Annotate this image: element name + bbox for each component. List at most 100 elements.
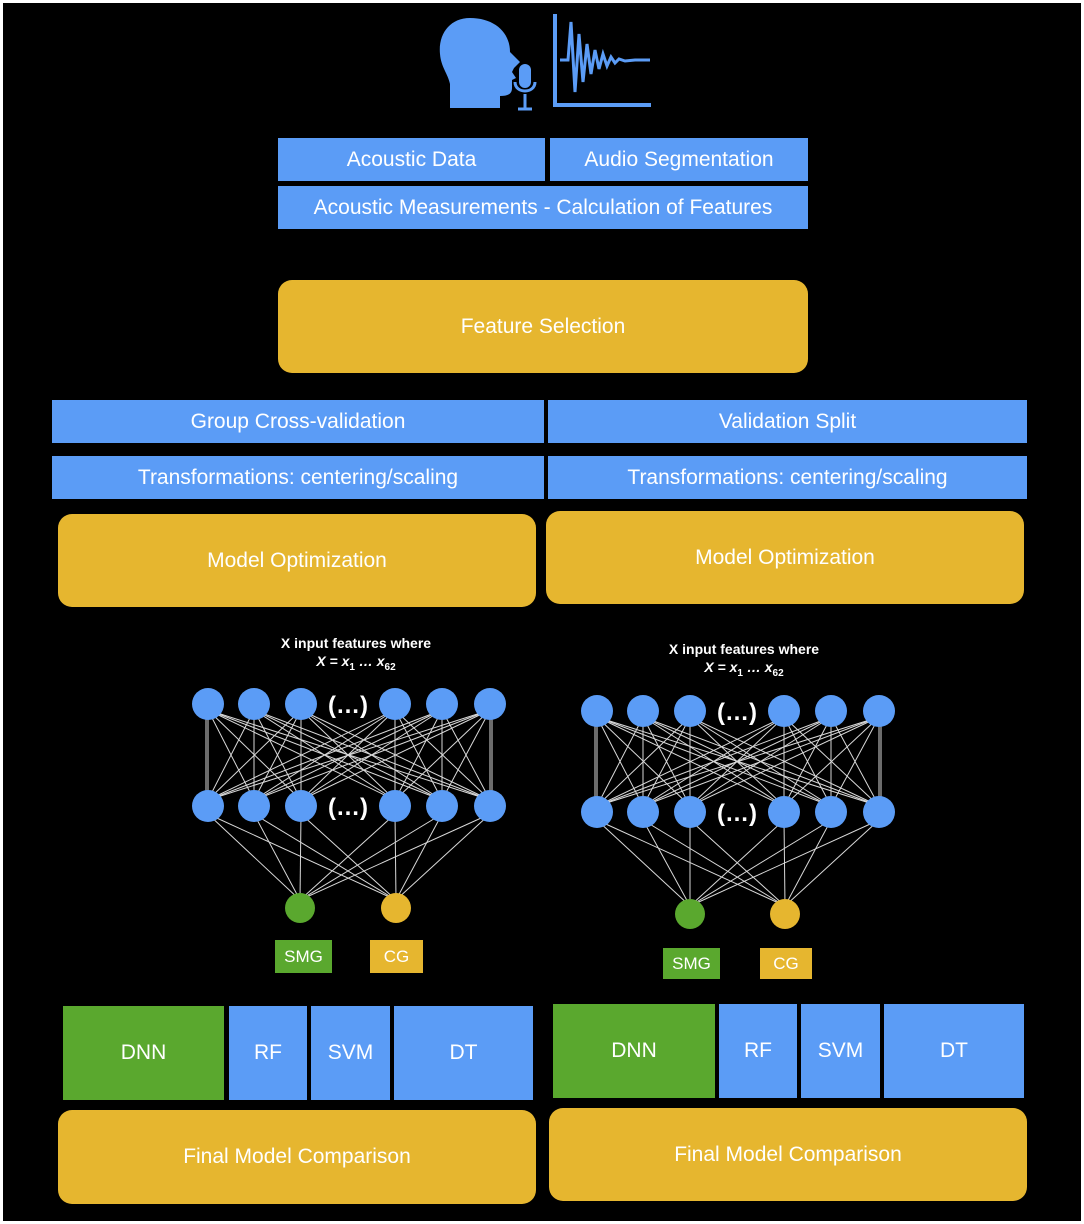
left-cg-label: CG <box>383 946 410 966</box>
left-cg-label-box: CG <box>370 940 423 973</box>
left-ellipsis-layer2: (…) <box>328 794 368 821</box>
right-node-layer1 <box>768 695 800 727</box>
left-node-layer2 <box>238 790 270 822</box>
left-edge-output <box>207 813 301 901</box>
right-edge-hidden <box>596 716 880 807</box>
left-edge-hidden <box>253 709 302 801</box>
right-node-layer2 <box>863 796 895 828</box>
left-smg-label: SMG <box>284 946 323 966</box>
right-dt-label: DT <box>940 1039 968 1062</box>
right-ellipsis-layer2: (…) <box>717 800 757 827</box>
group-cross-validation-label: Group Cross-validation <box>190 409 406 433</box>
right-node-layer1 <box>627 695 659 727</box>
left-edge-output <box>207 813 397 901</box>
right-node-layer2 <box>627 796 659 828</box>
right-node-layer1 <box>815 695 847 727</box>
left-smg-label-box: SMG <box>275 940 332 973</box>
right-smg-label: SMG <box>672 953 711 973</box>
right-node-layer2 <box>768 796 800 828</box>
head-speaking-icon <box>439 18 520 108</box>
left-svm-box: SVM <box>311 1006 390 1100</box>
left-node-layer2 <box>379 790 411 822</box>
right-note-line1: X input features where <box>668 641 820 657</box>
left-output-node-smg <box>285 893 315 923</box>
right-rf-label: RF <box>744 1039 772 1062</box>
left-node-layer1 <box>285 688 317 720</box>
right-cg-label-box: CG <box>760 948 812 979</box>
left-input-features-note: X input features where X = x1 … x62 <box>206 634 506 677</box>
left-edge-output <box>299 813 396 901</box>
right-edge-output <box>689 819 785 907</box>
left-edge-output <box>395 813 491 901</box>
right-transformations-box: Transformations: centering/scaling <box>548 456 1027 499</box>
right-smg-label-box: SMG <box>663 948 720 979</box>
right-dt-box: DT <box>884 1004 1024 1098</box>
left-node-layer1 <box>426 688 458 720</box>
right-edge-hidden <box>596 716 785 807</box>
right-edge-hidden <box>783 716 832 807</box>
left-edge-hidden <box>253 709 491 801</box>
left-node-layer2 <box>426 790 458 822</box>
right-node-layer2 <box>581 796 613 828</box>
right-node-layer1 <box>863 695 895 727</box>
left-final-comparison-label: Final Model Comparison <box>183 1145 411 1168</box>
right-edge-hidden <box>596 716 644 807</box>
left-edge-output <box>395 813 443 901</box>
right-rf-box: RF <box>719 1004 797 1098</box>
right-note-formula: X = x1 … x62 <box>704 659 784 679</box>
right-model-optimization-box: Model Optimization <box>546 511 1024 604</box>
right-node-layer2 <box>815 796 847 828</box>
right-edge-hidden <box>689 716 880 807</box>
left-node-layer1 <box>238 688 270 720</box>
right-edge-hidden <box>642 716 691 807</box>
right-network-edges <box>594 711 882 907</box>
left-dnn-label: DNN <box>120 1041 167 1064</box>
feature-selection-box: Feature Selection <box>278 280 808 373</box>
right-edge-output <box>784 819 832 907</box>
right-edge-output <box>689 819 880 907</box>
right-edge-output <box>642 819 691 907</box>
right-input-features-note: X input features where X = x1 … x62 <box>594 640 894 683</box>
validation-split-label: Validation Split <box>718 409 857 433</box>
left-svm-label: SVM <box>327 1041 374 1064</box>
right-edge-hidden <box>596 716 832 807</box>
left-edge-hidden <box>441 709 491 801</box>
right-edge-hidden <box>830 716 880 807</box>
left-edge-hidden <box>394 709 491 801</box>
right-edge-output <box>596 819 691 907</box>
right-edge-output <box>642 819 786 907</box>
right-svm-label: SVM <box>817 1039 864 1062</box>
left-rf-box: RF <box>229 1006 307 1100</box>
left-model-optimization-label: Model Optimization <box>207 548 387 572</box>
acoustic-measurements-box: Acoustic Measurements - Calculation of F… <box>278 186 808 229</box>
validation-split-box: Validation Split <box>548 400 1027 443</box>
right-model-optimization-label: Model Optimization <box>695 545 875 569</box>
right-edge-output <box>784 819 880 907</box>
left-dnn-box: DNN <box>63 1006 224 1100</box>
audio-segmentation-box: Audio Segmentation <box>550 138 808 181</box>
left-node-layer1 <box>379 688 411 720</box>
feature-selection-label: Feature Selection <box>460 314 626 338</box>
microphone-icon <box>513 64 537 111</box>
left-edge-hidden <box>207 709 302 801</box>
left-edge-output <box>300 813 397 901</box>
acoustic-data-label: Acoustic Data <box>346 147 477 171</box>
left-transformations-box: Transformations: centering/scaling <box>52 456 544 499</box>
right-edge-output <box>596 819 786 907</box>
right-node-layer2 <box>674 796 706 828</box>
right-node-layer1 <box>674 695 706 727</box>
right-transformations-label: Transformations: centering/scaling <box>627 465 948 489</box>
left-node-layer2 <box>192 790 224 822</box>
right-output-node-smg <box>675 899 705 929</box>
right-dnn-label: DNN <box>611 1039 657 1062</box>
acoustic-measurements-label: Acoustic Measurements - Calculation of F… <box>313 195 773 219</box>
left-edge-output <box>253 813 397 901</box>
right-svm-box: SVM <box>801 1004 880 1098</box>
right-edge-output <box>689 819 832 907</box>
left-dt-label: DT <box>449 1041 478 1064</box>
left-edge-hidden <box>207 709 396 801</box>
left-edge-output <box>253 813 301 901</box>
left-node-layer1 <box>192 688 224 720</box>
left-edge-hidden <box>207 709 443 801</box>
